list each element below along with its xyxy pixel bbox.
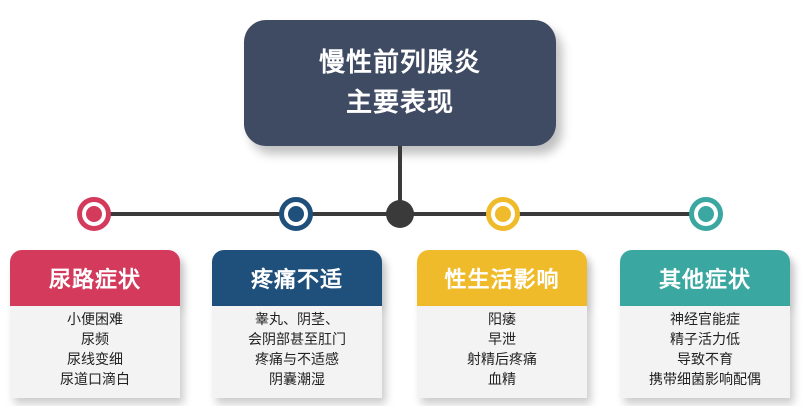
item: 睾丸、阴茎、 xyxy=(255,312,339,328)
ring-marker-3 xyxy=(486,197,520,231)
item: 精子活力低 xyxy=(670,332,740,348)
item: 导致不育 xyxy=(677,352,733,368)
category-items-4: 神经官能症 精子活力低 导致不育 携带细菌影响配偶 xyxy=(620,306,790,398)
root-node: 慢性前列腺炎 主要表现 xyxy=(244,20,556,146)
category-items-2: 睾丸、阴茎、 会阴部甚至肛门 疼痛与不适感 阴囊潮湿 xyxy=(212,306,382,398)
category-items-1: 小便困难 尿频 尿线变细 尿道口滴白 xyxy=(10,306,180,398)
item: 小便困难 xyxy=(67,312,123,328)
category-items-3: 阳痿 早泄 射精后疼痛 血精 xyxy=(417,306,587,398)
item: 尿频 xyxy=(81,332,109,348)
category-header-1: 尿路症状 xyxy=(10,250,180,306)
root-title-line2: 主要表现 xyxy=(345,88,454,118)
item: 阳痿 xyxy=(488,312,516,328)
item: 疼痛与不适感 xyxy=(255,352,339,368)
category-header-2: 疼痛不适 xyxy=(212,250,382,306)
item: 射精后疼痛 xyxy=(467,352,537,368)
item: 血精 xyxy=(488,372,516,388)
category-header-4: 其他症状 xyxy=(620,250,790,306)
item: 阴囊潮湿 xyxy=(269,372,325,388)
item: 早泄 xyxy=(488,332,516,348)
ring-marker-2 xyxy=(279,197,313,231)
root-title-line1: 慢性前列腺炎 xyxy=(318,48,481,78)
ring-marker-1 xyxy=(77,197,111,231)
item: 携带细菌影响配偶 xyxy=(649,372,761,388)
connector-hub xyxy=(386,200,414,228)
item: 神经官能症 xyxy=(670,312,740,328)
item: 尿线变细 xyxy=(67,352,123,368)
ring-marker-4 xyxy=(689,197,723,231)
item: 尿道口滴白 xyxy=(60,372,130,388)
category-header-3: 性生活影响 xyxy=(417,250,587,306)
item: 会阴部甚至肛门 xyxy=(248,332,346,348)
connector-stem xyxy=(398,146,402,212)
